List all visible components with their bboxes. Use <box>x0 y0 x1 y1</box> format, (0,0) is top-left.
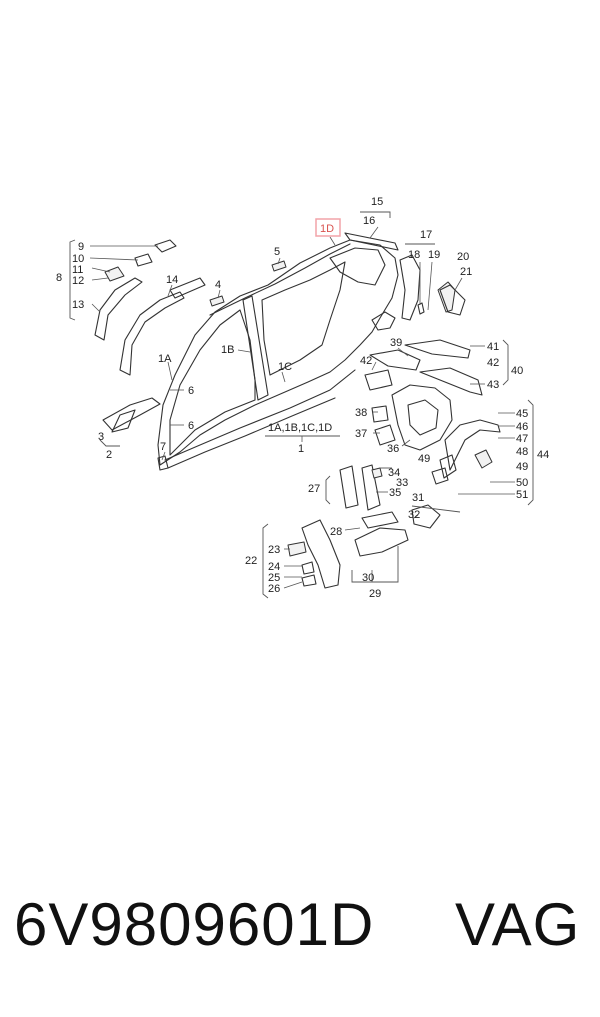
callout-label: 17 <box>420 229 432 241</box>
callout-label: 16 <box>363 215 375 227</box>
callout-label: 42 <box>360 355 372 367</box>
callout-label: 20 <box>457 251 469 263</box>
callout-label: 42 <box>487 357 499 369</box>
callout-label: 11 <box>72 264 83 276</box>
callout-label: 3 <box>98 431 104 443</box>
pillar-parts <box>339 464 383 511</box>
callout-label: 1D <box>320 223 334 235</box>
callout-label: 12 <box>72 275 84 287</box>
highlight-box <box>315 218 341 237</box>
callout-label: 8 <box>56 272 62 284</box>
callout-label: 13 <box>72 299 84 311</box>
callout-label: 4 <box>215 279 221 291</box>
side-panel-outline <box>157 239 399 469</box>
wheel-arch-parts <box>431 419 501 485</box>
leader-lines <box>69 211 534 599</box>
callout-label: 14 <box>166 274 178 286</box>
lower-middle-parts <box>354 504 441 557</box>
callout-label: 48 <box>516 446 528 458</box>
callout-label: 1A,1B,1C,1D <box>268 422 332 434</box>
callout-label: 28 <box>330 526 342 538</box>
callout-label: 22 <box>245 555 257 567</box>
callout-label: 1A <box>158 353 172 365</box>
callout-label: 24 <box>268 561 280 573</box>
callout-label: 44 <box>537 449 549 461</box>
callout-label: 43 <box>487 379 499 391</box>
highlighted-callout <box>315 218 341 237</box>
callout-label: 18 <box>408 249 420 261</box>
callout-label: 45 <box>516 408 528 420</box>
callout-label: 27 <box>308 483 320 495</box>
callout-label: 19 <box>428 249 440 261</box>
lower-left-parts <box>102 397 169 471</box>
callout-label: 46 <box>516 421 528 433</box>
callout-label: 9 <box>78 241 84 253</box>
callout-label: 38 <box>355 407 367 419</box>
top-right-parts <box>344 232 466 321</box>
callout-label: 34 <box>388 467 400 479</box>
callout-label: 25 <box>268 572 280 584</box>
callout-label: 47 <box>516 433 528 445</box>
callout-label: 49 <box>516 461 528 473</box>
callout-label: 32 <box>408 509 420 521</box>
callout-label: 29 <box>369 588 381 600</box>
callout-label: 1C <box>278 361 292 373</box>
callout-label: 7 <box>160 441 166 453</box>
callout-label: 10 <box>72 253 84 265</box>
callout-label: 6 <box>188 385 194 397</box>
part-number: 6V9809601D <box>14 891 375 958</box>
callout-label: 37 <box>355 428 367 440</box>
callout-label: 35 <box>389 487 401 499</box>
callout-label: 15 <box>371 196 383 208</box>
callout-label: 21 <box>460 266 472 278</box>
right-wheelhouse-parts <box>364 339 483 451</box>
callout-label: 33 <box>396 477 408 489</box>
callout-label: 26 <box>268 583 280 595</box>
callout-label: 5 <box>274 246 280 258</box>
callout-label: 51 <box>516 489 528 501</box>
callout-label: 49 <box>418 453 430 465</box>
callout-label: 40 <box>511 365 523 377</box>
callout-label: 2 <box>106 449 112 461</box>
callout-label: 39 <box>390 337 402 349</box>
callout-label: 31 <box>412 492 424 504</box>
callout-label: 41 <box>487 341 499 353</box>
callout-label: 6 <box>188 420 194 432</box>
left-small-parts <box>94 239 287 376</box>
parts-diagram: 15 16 1D 17 18 19 20 21 9 10 11 12 8 13 … <box>56 196 549 600</box>
brand-name: VAG <box>455 891 581 958</box>
callout-label: 36 <box>387 443 399 455</box>
callout-labels: 15 16 1D 17 18 19 20 21 9 10 11 12 8 13 … <box>56 196 549 600</box>
callout-label: 30 <box>362 572 374 584</box>
footer: 6V9809601D VAG <box>0 890 600 980</box>
callout-label: 1 <box>298 443 304 455</box>
callout-label: 23 <box>268 544 280 556</box>
callout-label: 50 <box>516 477 528 489</box>
callout-label: 1B <box>221 344 234 356</box>
lower-left-floor-parts <box>287 519 341 589</box>
